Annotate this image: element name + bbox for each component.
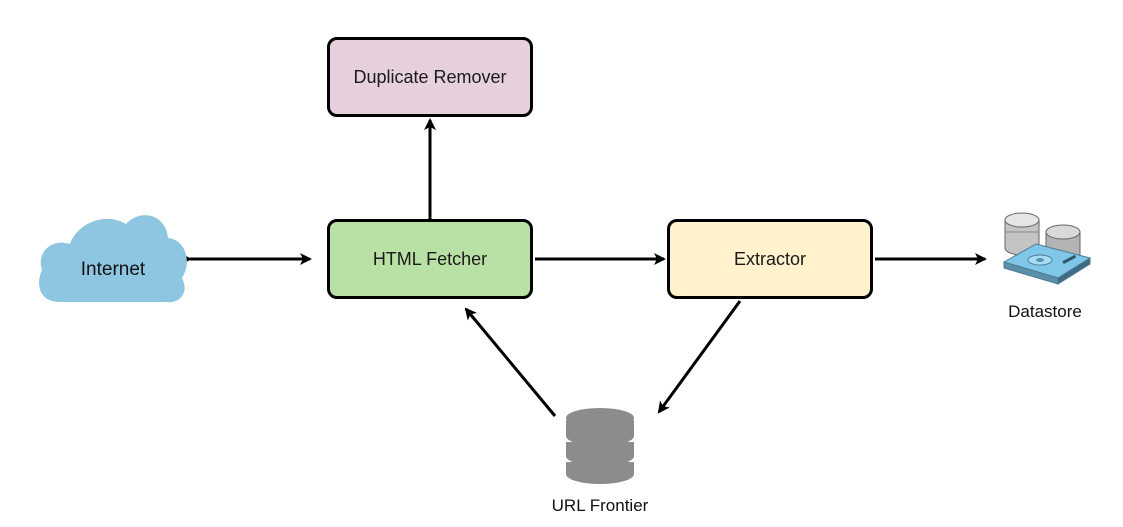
- html-fetcher-label: HTML Fetcher: [372, 248, 488, 269]
- edge-frontier-fetcher: [464, 307, 557, 417]
- cloud-icon: [39, 215, 187, 303]
- internet-label: Internet: [80, 259, 146, 280]
- duplicate-remover-label: Duplicate Remover: [353, 66, 507, 87]
- edge-extractor-frontier: [657, 300, 742, 414]
- datastore-label: Datastore: [1008, 302, 1082, 321]
- database-icon: [566, 408, 634, 484]
- database-server-icon: [1002, 212, 1092, 285]
- extractor-label: Extractor: [733, 248, 807, 269]
- extractor-node: Extractor: [667, 219, 873, 299]
- html-fetcher-node: HTML Fetcher: [327, 219, 533, 299]
- url-frontier-label: URL Frontier: [551, 496, 649, 515]
- duplicate-remover-node: Duplicate Remover: [327, 37, 533, 117]
